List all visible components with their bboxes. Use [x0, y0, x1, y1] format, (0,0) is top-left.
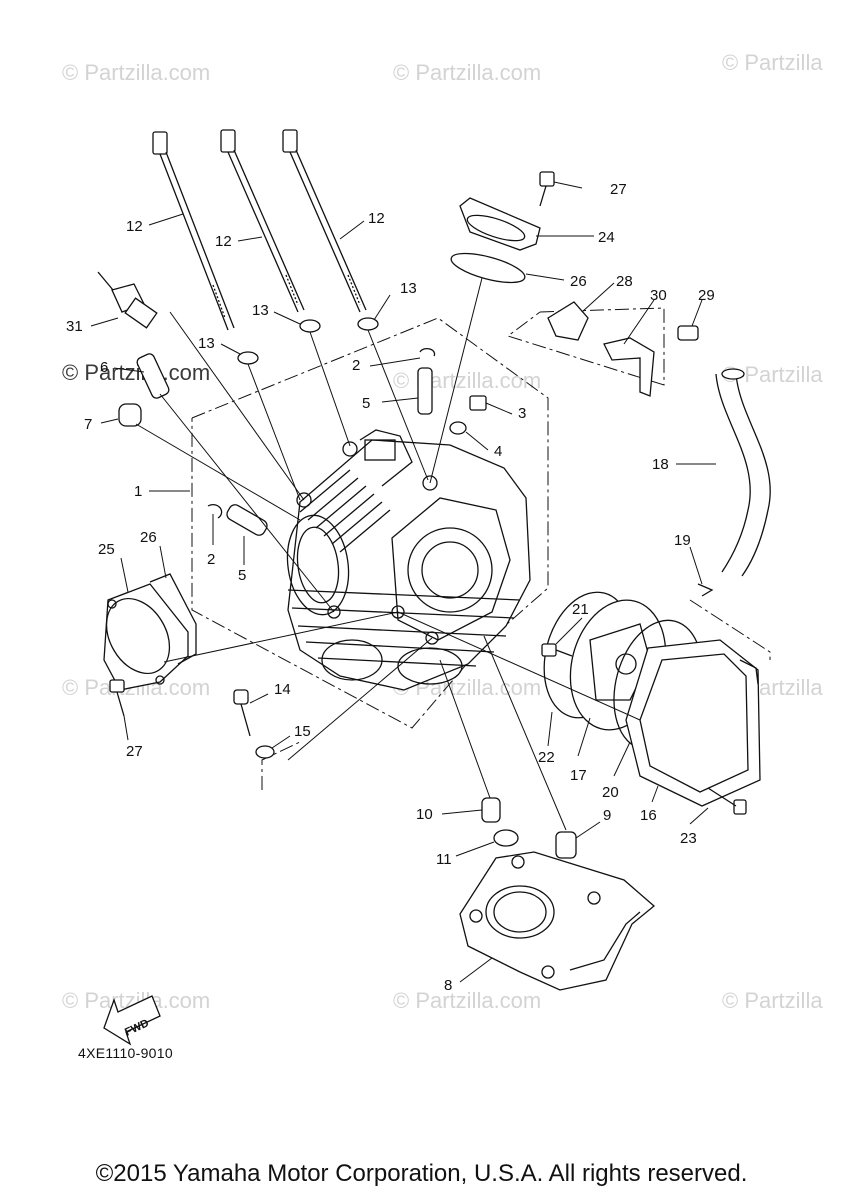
callout: 13: [198, 335, 215, 352]
callout: 25: [98, 541, 115, 558]
screw-21: [541, 643, 573, 657]
callout: 11: [436, 851, 452, 868]
stud-bolt-12b: [220, 129, 305, 313]
callout: 7: [84, 416, 92, 433]
callout: 22: [538, 749, 555, 766]
cylinder-head-1: [286, 429, 531, 691]
watermark: © Partzilla: [722, 50, 823, 75]
bracket-30: [603, 337, 655, 397]
callout: 27: [126, 743, 143, 760]
callout: 5: [362, 395, 370, 412]
callout: 31: [66, 318, 83, 335]
callout: 19: [674, 532, 691, 549]
callout: 13: [400, 280, 417, 297]
callout: 8: [444, 977, 452, 994]
callout: 1: [134, 483, 142, 500]
plug-bolt-3: [469, 395, 487, 411]
callout: 18: [652, 456, 669, 473]
watermark: © Partzilla.com: [62, 60, 210, 85]
bolt-group-boundary: [261, 741, 301, 790]
callout: 26: [570, 273, 587, 290]
valve-guide-5a: [417, 367, 433, 415]
watermark: © Partzilla.com: [393, 368, 541, 393]
cap-7: [118, 403, 142, 427]
watermark: © Partzilla.com: [393, 988, 541, 1013]
assembly-boundary: [191, 317, 549, 729]
washer-13a: [237, 351, 259, 365]
callout: 28: [616, 273, 633, 290]
callout: 12: [126, 218, 143, 235]
callout: 12: [215, 233, 232, 250]
callout: 4: [494, 443, 502, 460]
gasket-26a: [149, 573, 197, 665]
callout: 15: [294, 723, 311, 740]
callout: 10: [416, 806, 433, 823]
leader-lines: [90, 181, 716, 983]
valve-guide-5b: [226, 504, 268, 536]
bolt-29: [677, 325, 699, 341]
washer-13b: [299, 319, 321, 333]
callout: 16: [640, 807, 657, 824]
bolt-27a: [109, 679, 125, 717]
callout: 9: [603, 807, 611, 824]
stud-bolt-12c: [282, 129, 367, 313]
side-cover-25: [103, 583, 189, 691]
diagram-code: 4XE1110-9010: [78, 1045, 173, 1061]
callout: 2: [352, 357, 360, 374]
callout: 13: [252, 302, 269, 319]
hose-end: [721, 368, 745, 380]
bolt-23: [707, 787, 747, 815]
callout: 17: [570, 767, 587, 784]
callout: 23: [680, 830, 697, 847]
o-ring-11: [493, 829, 519, 847]
callout: 6: [100, 359, 108, 376]
callout: 14: [274, 681, 291, 698]
hose-clip-19: [697, 583, 714, 597]
bolt-14: [233, 689, 251, 737]
o-ring-26b: [450, 252, 526, 284]
copyright-notice: ©2015 Yamaha Motor Corporation, U.S.A. A…: [95, 1160, 748, 1187]
clip-2a: [419, 347, 436, 357]
callout: 3: [518, 405, 526, 422]
washer-4: [449, 421, 467, 435]
callout: 5: [238, 567, 246, 584]
callout: 24: [598, 229, 615, 246]
callout: 20: [602, 784, 619, 801]
watermark: © Partzilla: [722, 988, 823, 1013]
washer-15: [255, 745, 275, 759]
cover-16: [625, 639, 761, 807]
callout: 26: [140, 529, 157, 546]
callout-numbers: 12 12 12 13 13 13 31 6 7 2 5 3 4 1 2 5 2…: [66, 181, 715, 994]
callout: 29: [698, 287, 715, 304]
head-gasket-8: [459, 851, 656, 991]
callout: 12: [368, 210, 385, 227]
callout: 21: [572, 601, 589, 618]
dowel-pin-9: [555, 831, 577, 859]
clip-2b: [207, 504, 223, 519]
cover-group-boundary: [689, 599, 771, 660]
breather-hose-18: [715, 373, 771, 577]
tappet-cover-24: [459, 197, 541, 251]
breather-plate-28: [547, 301, 589, 341]
callout: 30: [650, 287, 667, 304]
dowel-pin-10: [481, 797, 501, 823]
bolt-27b: [539, 171, 555, 207]
callout: 2: [207, 551, 215, 568]
spark-plug-31: [97, 271, 158, 329]
stud-bolt-12a: [152, 131, 235, 331]
watermark: © Partzilla.com: [393, 60, 541, 85]
watermark: © Partzilla.com: [62, 360, 210, 385]
callout: 27: [610, 181, 627, 198]
washer-13c: [357, 317, 379, 331]
breather-group-boundary: [506, 307, 665, 386]
fitting-6: [136, 353, 170, 399]
